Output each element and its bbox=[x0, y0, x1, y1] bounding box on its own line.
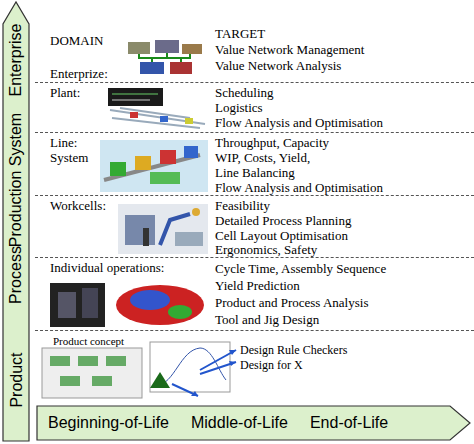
domain-label: Enterprize: bbox=[50, 66, 108, 81]
domain-band: Plant: SchedulingLogisticsFlow Analysis a… bbox=[35, 82, 474, 132]
operation-illustration bbox=[50, 283, 204, 327]
target-item: Value Network Analysis bbox=[215, 58, 341, 73]
domain-band: DOMAIN TARGETValue Network ManagementValu… bbox=[35, 0, 474, 82]
domain-band: Individual operations: Cycle Time, Assemb… bbox=[35, 257, 474, 330]
product-concept-illustration bbox=[42, 342, 236, 398]
target-item: Design Rule Checkers bbox=[240, 343, 347, 358]
domain-band: Workcells: FeasibilityDetailed Process Pl… bbox=[35, 195, 474, 257]
lifecycle-arrow: Beginning-of-Life Middle-of-Life End-of-Li… bbox=[36, 404, 472, 442]
lifecycle-label: End-of-Life bbox=[310, 414, 388, 432]
level-label: Product bbox=[7, 352, 25, 407]
domain-label: Plant: bbox=[50, 85, 80, 100]
lifecycle-label: Middle-of-Life bbox=[191, 414, 288, 432]
target-item: Yield Prediction bbox=[215, 278, 300, 293]
target-item: Flow Analysis and Optimisation bbox=[215, 180, 383, 195]
target-item: WIP, Costs, Yield, bbox=[215, 150, 310, 165]
enterprise-icon bbox=[128, 40, 202, 74]
target-item: Detailed Process Planning bbox=[215, 213, 351, 228]
column-heading: TARGET bbox=[215, 26, 265, 41]
arrow-outline bbox=[3, 2, 29, 441]
domain-label: Individual operations: bbox=[50, 260, 164, 275]
level-label: Production System bbox=[7, 113, 25, 247]
target-item: Feasibility bbox=[215, 198, 270, 213]
arrow-outline bbox=[37, 406, 470, 440]
column-heading: DOMAIN bbox=[50, 33, 103, 48]
target-item: Logistics bbox=[215, 100, 263, 115]
domain-label: Product concept bbox=[53, 334, 124, 349]
domain-label: Line: System bbox=[50, 135, 98, 165]
target-item: Scheduling bbox=[215, 85, 274, 100]
domain-label: Workcells: bbox=[50, 198, 106, 213]
target-item: Cell Layout Optimisation bbox=[215, 228, 348, 243]
domain-band: Product conceptDesign Rule CheckersDesig… bbox=[35, 330, 474, 402]
level-arrow: Product ProcessProduction System Enterpris… bbox=[2, 0, 32, 442]
target-item: Tool and Jig Design bbox=[215, 312, 319, 327]
level-label: Enterprise bbox=[7, 24, 25, 97]
target-item: Ergonomics, Safety bbox=[215, 242, 317, 257]
target-item: Product and Process Analysis bbox=[215, 295, 368, 310]
domain-band: Line: System Throughput, CapacityWIP, Cos… bbox=[35, 132, 474, 195]
level-label: Process bbox=[7, 246, 25, 304]
target-item: Cycle Time, Assembly Sequence bbox=[215, 261, 386, 276]
workcell-illustration bbox=[118, 204, 208, 254]
target-item: Throughput, Capacity bbox=[215, 135, 329, 150]
line-illustration bbox=[100, 140, 208, 192]
target-item: Line Balancing bbox=[215, 165, 295, 180]
plant-illustration bbox=[108, 88, 205, 128]
lifecycle-label: Beginning-of-Life bbox=[48, 414, 169, 432]
target-item: Flow Analysis and Optimisation bbox=[215, 115, 383, 130]
target-item: Design for X bbox=[240, 358, 303, 373]
target-item: Value Network Management bbox=[215, 42, 364, 57]
